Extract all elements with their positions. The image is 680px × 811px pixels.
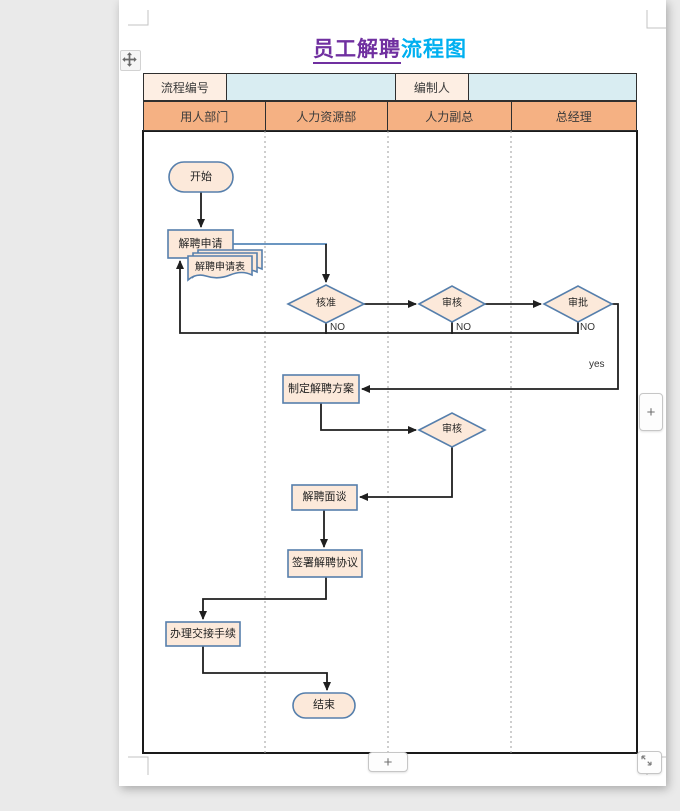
meta-cell-compiler-value[interactable] <box>467 74 636 100</box>
edge-sign-handover <box>199 577 327 620</box>
title-highlight: 员工解聘 <box>313 38 401 64</box>
lane-header-gm[interactable]: 总经理 <box>510 102 636 130</box>
node-handover-shape[interactable] <box>165 621 241 647</box>
node-form-shape[interactable] <box>187 249 263 282</box>
node-interview-shape[interactable] <box>291 484 358 511</box>
edge-no-return <box>176 260 578 334</box>
plus-button-right[interactable]: + <box>639 393 663 431</box>
lane-header-hr-vp[interactable]: 人力副总 <box>387 102 511 130</box>
lane-header-row: 用人部门 人力资源部 人力副总 总经理 <box>143 101 637 131</box>
plus-icon: + <box>383 753 393 771</box>
node-approve-shape[interactable] <box>286 284 366 324</box>
plus-icon: + <box>646 403 656 421</box>
node-sign-shape[interactable] <box>287 549 363 578</box>
meta-table-row: 流程编号 编制人 <box>143 73 637 101</box>
meta-cell-process-no[interactable]: 流程编号 <box>144 74 226 100</box>
connectors <box>176 192 619 691</box>
node-review-shape[interactable] <box>417 285 487 323</box>
page-title[interactable]: 员工解聘流程图 <box>143 33 637 64</box>
edge-handover-end <box>202 646 331 691</box>
flow-region-border <box>142 130 638 754</box>
node-plan-shape[interactable] <box>282 374 360 404</box>
edge-label-no3: NO <box>580 322 595 333</box>
edge-review2-interview <box>359 447 453 501</box>
lane-separators <box>264 131 512 753</box>
meta-cell-compiler[interactable]: 编制人 <box>394 74 468 100</box>
plus-button-bottom[interactable]: + <box>368 752 408 772</box>
edge-label-no1: NO <box>330 322 345 333</box>
node-review2-shape[interactable] <box>417 412 487 448</box>
node-approve2-shape[interactable] <box>542 285 614 323</box>
lane-header-hr[interactable]: 人力资源部 <box>264 102 388 130</box>
edge-label-no2: NO <box>456 322 471 333</box>
meta-cell-process-no-value[interactable] <box>225 74 395 100</box>
node-end-shape[interactable] <box>292 692 356 719</box>
document-page: 员工解聘流程图 流程编号 编制人 用人部门 人力资源部 人力副总 总经理 开始 … <box>119 0 666 786</box>
expand-button[interactable] <box>637 751 662 774</box>
flowchart-canvas <box>128 10 666 775</box>
move-handle[interactable] <box>120 50 141 71</box>
node-start-shape[interactable] <box>168 161 234 193</box>
lane-header-department[interactable]: 用人部门 <box>180 109 229 124</box>
edge-label-yes: yes <box>589 359 605 370</box>
edge-plan-review2 <box>320 403 417 434</box>
title-rest: 流程图 <box>401 38 467 61</box>
edge-yes-to-plan <box>361 303 619 393</box>
